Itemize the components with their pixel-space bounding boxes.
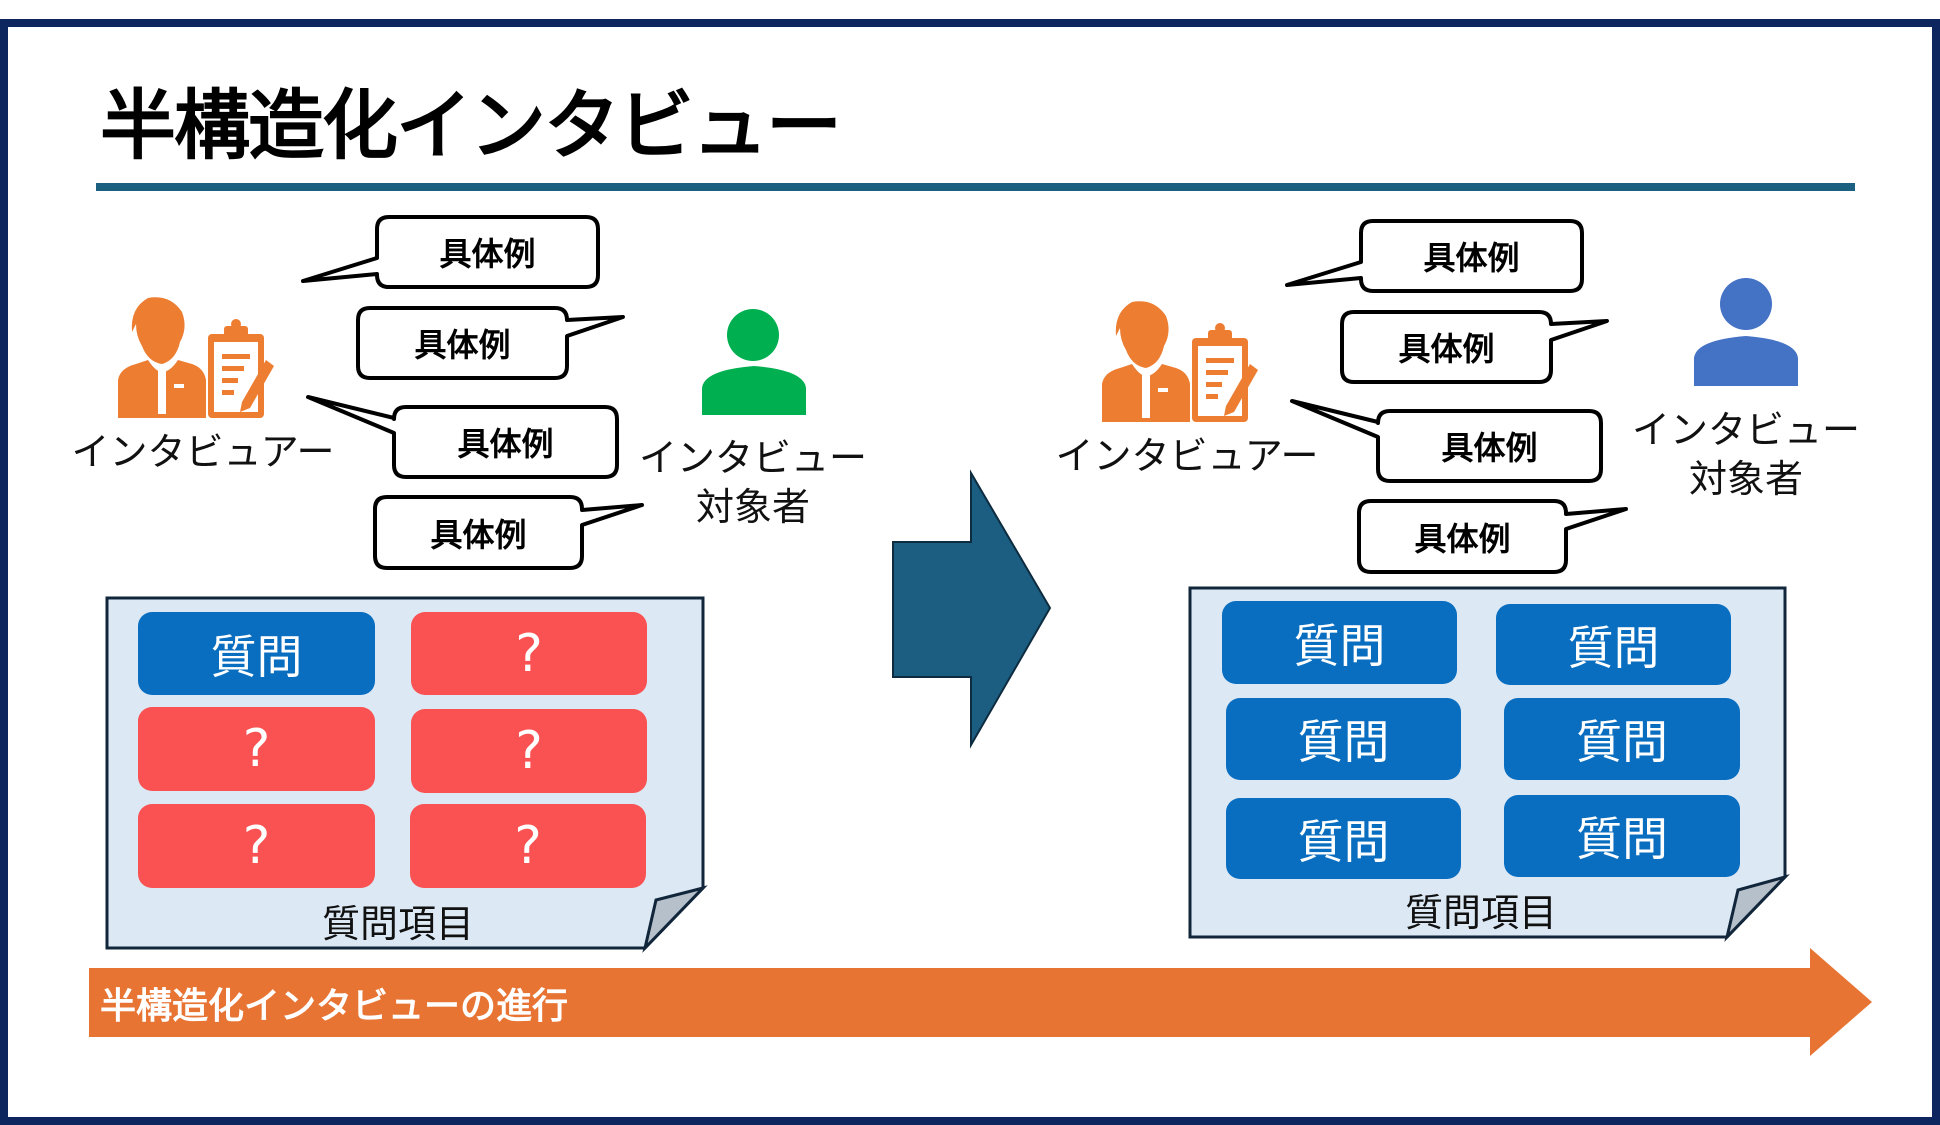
- interviewee-icon: [702, 309, 806, 415]
- question-card: 質問: [1226, 798, 1461, 879]
- interviewer-icon: [118, 297, 274, 418]
- interviewee-label-line2: 対象者: [695, 485, 810, 530]
- card-text: 質問: [1293, 618, 1386, 673]
- question-card: 質問: [1226, 698, 1461, 780]
- speech-bubble: [1357, 499, 1628, 574]
- bubble-text: 具体例: [439, 235, 536, 273]
- card-text: 質問: [1576, 715, 1668, 769]
- speech-bubble: [356, 306, 625, 380]
- unknown-question-card: ?: [411, 612, 647, 695]
- progress-arrow: [89, 948, 1872, 1056]
- card-text: 質問: [1297, 715, 1390, 769]
- panel-fold-corner: [642, 885, 708, 953]
- speech-bubble: [306, 395, 619, 479]
- card-text: 質問: [1297, 814, 1390, 869]
- interviewer-label: インタビュアー: [71, 430, 335, 474]
- card-text: 質問: [1576, 812, 1668, 866]
- interviewee-icon-after: [1694, 278, 1798, 386]
- bubble-text: 具体例: [1441, 429, 1538, 467]
- card-text: ?: [242, 719, 271, 779]
- card-text: 質問: [1567, 620, 1660, 675]
- question-card: 質問: [138, 612, 375, 695]
- card-text: 質問: [210, 629, 303, 684]
- title-underline: [96, 183, 1855, 191]
- bubble-text: 具体例: [430, 515, 527, 554]
- bubble-text: 具体例: [1398, 330, 1495, 368]
- unknown-question-card: ?: [138, 804, 375, 888]
- panel-label: 質問項目: [321, 902, 474, 946]
- bubble-text: 具体例: [1423, 239, 1520, 277]
- card-text: ?: [514, 816, 542, 876]
- bubble-text: 具体例: [414, 326, 511, 364]
- card-text: ?: [515, 721, 543, 781]
- speech-bubble: [1340, 310, 1609, 384]
- panel-label-after: 質問項目: [1404, 891, 1557, 935]
- card-text: ?: [515, 623, 543, 684]
- slide-title: 半構造化インタビュー: [100, 81, 842, 170]
- question-card: 質問: [1504, 698, 1740, 780]
- scene-after: [1102, 219, 1628, 574]
- interviewee-label: インタビュー 対象者: [623, 434, 883, 533]
- transition-arrow: [892, 469, 1052, 749]
- interviewer-icon: [1102, 301, 1258, 422]
- unknown-question-card: ?: [138, 707, 375, 791]
- interviewer-label-after: インタビュアー: [1055, 434, 1319, 478]
- unknown-question-card: ?: [410, 804, 646, 888]
- bubble-text: 具体例: [457, 425, 554, 463]
- speech-bubble: [373, 495, 644, 570]
- interviewee-label-line1: インタビュー: [638, 436, 867, 480]
- card-text: ?: [242, 816, 271, 876]
- interviewee-label-line1: インタビュー: [1631, 408, 1860, 452]
- question-card: 質問: [1222, 601, 1457, 684]
- question-card: 質問: [1504, 795, 1740, 877]
- question-card: 質問: [1496, 604, 1731, 685]
- unknown-question-card: ?: [411, 709, 647, 793]
- progress-label: 半構造化インタビューの進行: [100, 986, 569, 1027]
- speech-bubble: [1290, 399, 1603, 483]
- panel-fold-corner-after: [1724, 874, 1790, 942]
- interviewee-label-after: インタビュー 対象者: [1616, 406, 1876, 505]
- speech-bubble: [1285, 219, 1584, 293]
- speech-bubble: [301, 215, 600, 289]
- interviewee-label-line2: 対象者: [1688, 457, 1803, 502]
- bubble-text: 具体例: [1414, 519, 1511, 558]
